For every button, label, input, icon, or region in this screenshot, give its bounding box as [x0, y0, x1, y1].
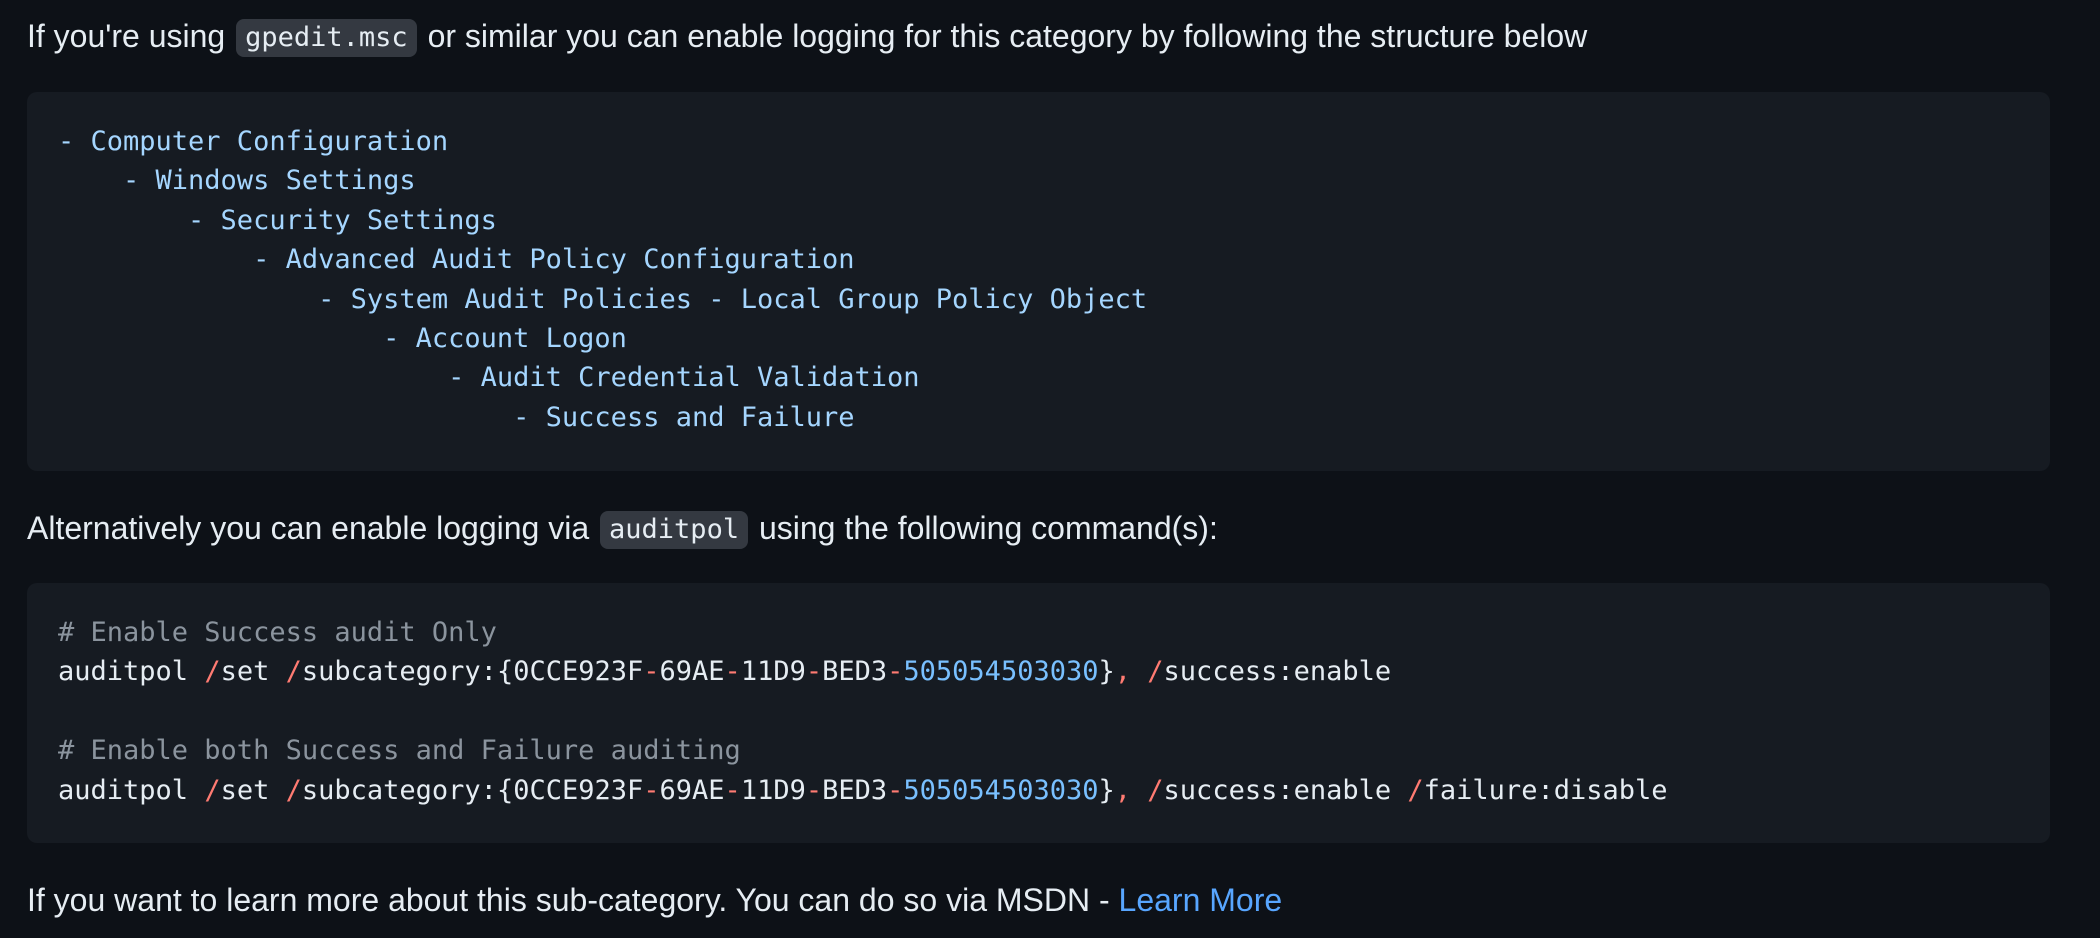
- code-token: subcategory:{0CCE923F: [301, 656, 644, 688]
- intro-text-after: or similar you can enable logging for th…: [418, 18, 1588, 54]
- code-token: [1131, 656, 1147, 687]
- code-token: auditpol: [58, 774, 205, 806]
- code-token: 505054503030: [903, 774, 1099, 806]
- policy-tree-item: - Security Settings: [58, 204, 497, 236]
- auditpol-paragraph: Alternatively you can enable logging via…: [27, 506, 1218, 550]
- code-token: -: [724, 656, 741, 688]
- code-token: -: [887, 656, 904, 688]
- code-token: }: [1098, 656, 1115, 688]
- alt-text-before: Alternatively you can enable logging via: [27, 510, 599, 546]
- gpedit-inline-code: gpedit.msc: [236, 19, 417, 57]
- code-token: failure:disable: [1423, 774, 1668, 806]
- code-token: 69AE: [659, 774, 725, 806]
- code-token: 11D9: [740, 774, 806, 806]
- code-token: -: [805, 656, 823, 688]
- code-token: set: [220, 656, 286, 688]
- code-token: 11D9: [740, 656, 806, 688]
- intro-text-before: If you're using: [27, 18, 235, 54]
- code-token: ,: [1114, 656, 1132, 688]
- code-token: /: [1147, 774, 1164, 806]
- policy-tree-item: - Windows Settings: [58, 165, 416, 197]
- learn-more-link[interactable]: Learn More: [1118, 882, 1283, 918]
- policy-tree-item: - Account Logon: [58, 322, 627, 354]
- code-token: }: [1098, 774, 1115, 806]
- code-token: -: [724, 774, 741, 806]
- code-token: auditpol: [58, 656, 205, 688]
- code-token: 69AE: [659, 656, 725, 688]
- code-token: -: [887, 774, 904, 806]
- alt-text-after: using the following command(s):: [750, 510, 1218, 546]
- code-token: [1131, 775, 1147, 806]
- code-token: -: [805, 774, 823, 806]
- intro-paragraph: If you're using gpedit.msc or similar yo…: [27, 14, 1587, 58]
- policy-tree-item: - Audit Credential Validation: [58, 362, 920, 394]
- code-blank-line: [58, 692, 2019, 731]
- policy-tree-item: - Success and Failure: [58, 401, 855, 433]
- code-token: /: [1407, 774, 1424, 806]
- policy-tree-item: - Computer Configuration: [58, 126, 449, 157]
- code-command-success-failure: auditpol /set /subcategory:{0CCE923F-69A…: [58, 771, 2019, 810]
- code-token: subcategory:{0CCE923F: [301, 774, 644, 806]
- auditpol-inline-code: auditpol: [600, 511, 749, 549]
- code-token: -: [643, 656, 660, 688]
- outro-text: If you want to learn more about this sub…: [27, 882, 1119, 918]
- code-comment-success-failure: # Enable both Success and Failure auditi…: [58, 735, 741, 767]
- code-token: /: [285, 656, 302, 688]
- code-token: BED3: [822, 656, 888, 688]
- code-token: success:enable: [1163, 774, 1408, 806]
- policy-tree-item: - Advanced Audit Policy Configuration: [58, 244, 855, 276]
- code-token: set: [220, 774, 286, 806]
- code-token: /: [204, 774, 221, 806]
- code-token: /: [285, 774, 302, 806]
- code-token: success:enable: [1163, 656, 1392, 688]
- code-comment-success-only: # Enable Success audit Only: [58, 617, 497, 648]
- code-token: /: [1147, 656, 1164, 688]
- policy-tree-code-block[interactable]: - Computer Configuration - Windows Setti…: [27, 92, 2050, 471]
- code-command-success-only: auditpol /set /subcategory:{0CCE923F-69A…: [58, 652, 2019, 691]
- code-token: BED3: [822, 774, 888, 806]
- code-token: -: [643, 774, 660, 806]
- code-token: /: [204, 656, 221, 688]
- code-token: 505054503030: [903, 656, 1099, 688]
- learn-more-paragraph: If you want to learn more about this sub…: [27, 878, 1282, 922]
- policy-tree: - Computer Configuration - Windows Setti…: [58, 122, 2019, 437]
- policy-tree-item: - System Audit Policies - Local Group Po…: [58, 283, 1148, 315]
- code-token: ,: [1114, 774, 1132, 806]
- auditpol-code-block[interactable]: # Enable Success audit Only auditpol /se…: [27, 583, 2050, 843]
